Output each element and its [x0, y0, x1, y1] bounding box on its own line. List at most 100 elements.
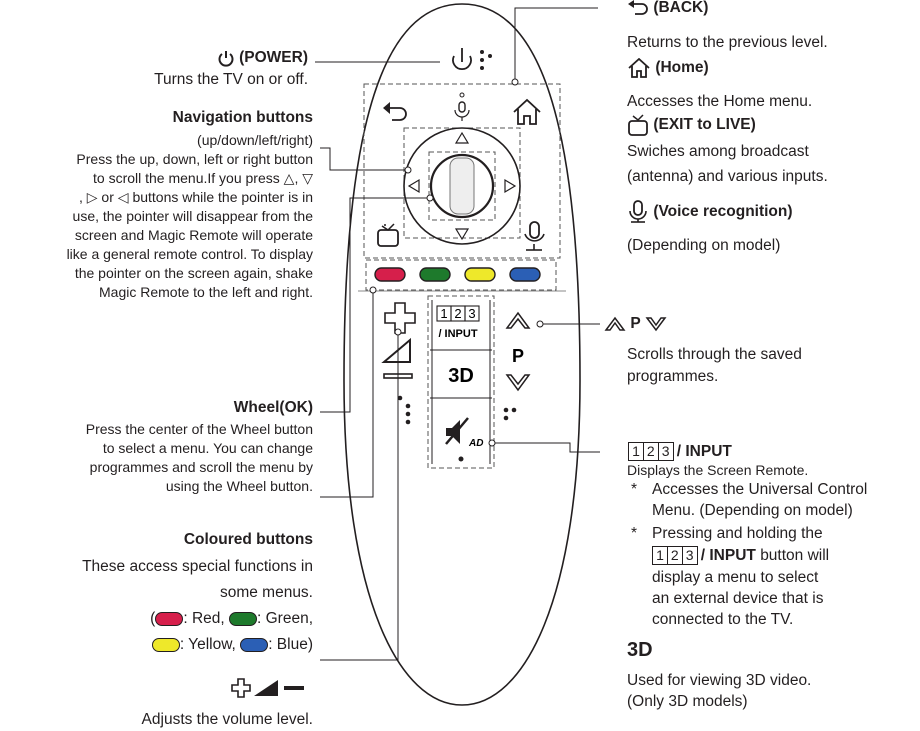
home-title: (Home)	[627, 58, 709, 78]
volume-symbols-icon	[231, 678, 304, 698]
vol-desc: Adjusts the volume level.	[141, 711, 313, 728]
nav-right-icon	[504, 178, 517, 194]
green-label: : Green,	[257, 610, 313, 627]
power-button-icon[interactable]	[452, 48, 472, 70]
bullet-2d: an external device that is	[652, 590, 824, 607]
nav-sub: (up/down/left/right)	[197, 132, 313, 148]
colour-desc-1: These access special functions in	[82, 558, 313, 575]
input-digit-3: 3	[468, 306, 475, 321]
callout-lines	[315, 7, 600, 661]
blue-button[interactable]	[509, 267, 541, 282]
input-label: / INPUT	[438, 328, 477, 340]
nav-desc-3-or: or	[101, 189, 114, 205]
back-desc: Returns to the previous level.	[627, 34, 828, 51]
three-d-desc-1: Used for viewing 3D video.	[627, 672, 812, 689]
home-title-text: (Home)	[655, 59, 709, 77]
three-d-button[interactable]: 3D	[448, 365, 474, 387]
wheel-desc-4: using the Wheel button.	[165, 478, 313, 494]
exit-to-live-icon[interactable]	[377, 223, 399, 247]
top-buttons-frame	[363, 83, 561, 259]
programme-desc-1: Scrolls through the saved	[627, 346, 802, 363]
nav-desc-3: , ▷ or ◁ buttons while the pointer is in	[78, 189, 313, 205]
green-button[interactable]	[419, 267, 451, 282]
bullet-1-marker: *	[631, 481, 638, 498]
programme-desc-2: programmes.	[627, 368, 719, 385]
three-d-title: 3D	[627, 639, 653, 661]
programme-down-icon[interactable]	[505, 374, 531, 392]
bullet-2a: Pressing and holding the	[652, 525, 823, 542]
nav-desc-5: screen and Magic Remote will operate	[74, 227, 313, 243]
wheel-desc-3: programmes and scroll the menu by	[89, 459, 313, 475]
mute-ad-button[interactable]: AD	[445, 417, 483, 449]
exit-icon	[628, 114, 648, 136]
right-triangle-icon: ▷	[86, 189, 98, 205]
colour-desc-2: some menus.	[219, 584, 313, 601]
red-button[interactable]	[374, 267, 406, 282]
remote-body	[343, 3, 581, 706]
exit-desc-2: (antenna) and various inputs.	[627, 168, 828, 185]
input-desc: Displays the Screen Remote.	[627, 462, 809, 478]
yellow-swatch-icon	[151, 637, 180, 652]
colour-legend-2: : Yellow, : Blue)	[151, 635, 313, 655]
nav-left-icon	[407, 178, 420, 194]
wheel-desc-2: to select a menu. You can change	[102, 440, 313, 456]
home-icon	[628, 58, 650, 78]
power-desc: Turns the TV on or off.	[154, 71, 308, 88]
key-digit-3: 3	[657, 442, 674, 462]
wheel-title: Wheel(OK)	[233, 399, 313, 416]
bkey-digit-2: 2	[666, 546, 683, 566]
bkey-digit-1: 1	[652, 546, 668, 566]
nav-desc-6: like a general remote control. To displa…	[66, 246, 313, 262]
input-button[interactable]: 1 2 3 / INPUT	[436, 305, 480, 340]
exit-desc-1: Swiches among broadcast	[627, 143, 809, 160]
braille-dots-icon	[480, 50, 492, 70]
input-title-text: / INPUT	[676, 443, 732, 460]
red-swatch-icon	[155, 611, 184, 626]
colour-buttons-frame	[365, 259, 557, 291]
back-title: (BACK)	[627, 0, 708, 18]
voice-recognition-icon[interactable]	[524, 221, 545, 251]
yellow-label: : Yellow,	[179, 636, 236, 653]
down-triangle-icon: ▽	[302, 170, 313, 186]
voice-title-text: (Voice recognition)	[653, 203, 793, 221]
volume-up-icon[interactable]	[384, 302, 416, 334]
nav-desc-4: use, the pointer will disappear from the	[72, 208, 313, 224]
nav-ring	[403, 127, 521, 245]
back-button-icon[interactable]	[383, 102, 407, 121]
voice-title: (Voice recognition)	[627, 200, 793, 224]
wheel-frame	[428, 151, 496, 221]
nav-title: Navigation buttons	[172, 109, 313, 126]
green-swatch-icon	[229, 611, 257, 626]
up-triangle-icon: △	[283, 170, 295, 186]
back-icon	[628, 0, 648, 15]
bkey-digit-3: 3	[681, 546, 698, 566]
colour-buttons	[374, 267, 541, 282]
programme-p-text: P	[630, 315, 641, 332]
programme-up-icon[interactable]	[505, 311, 531, 329]
nav-desc-2: to scroll the menu.If you press △, ▽	[93, 170, 313, 186]
bullet-2-marker: *	[631, 525, 638, 542]
programme-title: P	[604, 314, 667, 334]
bullet-2c: display a menu to select	[652, 569, 819, 586]
three-d-desc-2: (Only 3D models)	[627, 693, 748, 710]
bullet-1b: Menu. (Depending on model)	[652, 502, 853, 519]
ad-label: AD	[468, 438, 483, 449]
key-digit-1: 1	[628, 442, 644, 462]
nav-desc-2-text: to scroll the menu.If you press	[93, 170, 280, 186]
input-digit-1: 1	[440, 306, 447, 321]
exit-title: (EXIT to LIVE)	[627, 114, 756, 136]
bullet-2b-bold: / INPUT	[700, 547, 756, 564]
programme-p-label: P	[512, 346, 524, 366]
home-button-icon[interactable]	[513, 98, 541, 125]
power-title-text: (POWER)	[239, 49, 308, 66]
programme-up-arrow-icon	[604, 316, 626, 331]
power-title: (POWER)	[217, 48, 308, 68]
blue-label: : Blue)	[268, 636, 313, 653]
yellow-button[interactable]	[464, 267, 496, 282]
volume-icon	[381, 337, 411, 363]
mic-indicator-icon	[454, 101, 470, 121]
